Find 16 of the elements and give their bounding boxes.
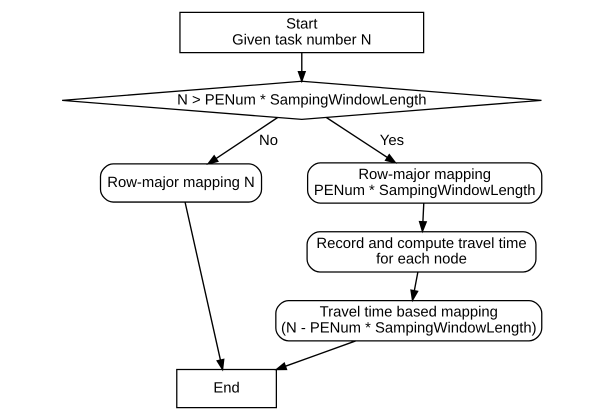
edge-label: No xyxy=(258,133,278,150)
node-box: Row-major mapping PENum * SampingWindowLength xyxy=(306,162,542,204)
node-box: Travel time based mapping (N - PENum * SampingWindowLength) xyxy=(274,300,542,342)
arrow xyxy=(410,272,418,302)
arrow xyxy=(326,116,397,164)
arrow xyxy=(296,52,306,84)
node-box: Start Given task number N xyxy=(178,12,424,54)
node-box: Record and compute travel time for each node xyxy=(306,231,536,273)
arrow xyxy=(184,202,224,372)
node-box: End xyxy=(176,368,276,408)
arrow xyxy=(206,116,278,166)
edge-label: Yes xyxy=(379,133,404,150)
arrow xyxy=(418,203,427,234)
arrow xyxy=(274,340,356,370)
node-diamond: N > PENum * SampingWindowLength xyxy=(60,80,542,120)
node-box: Row-major mapping N xyxy=(99,163,262,203)
